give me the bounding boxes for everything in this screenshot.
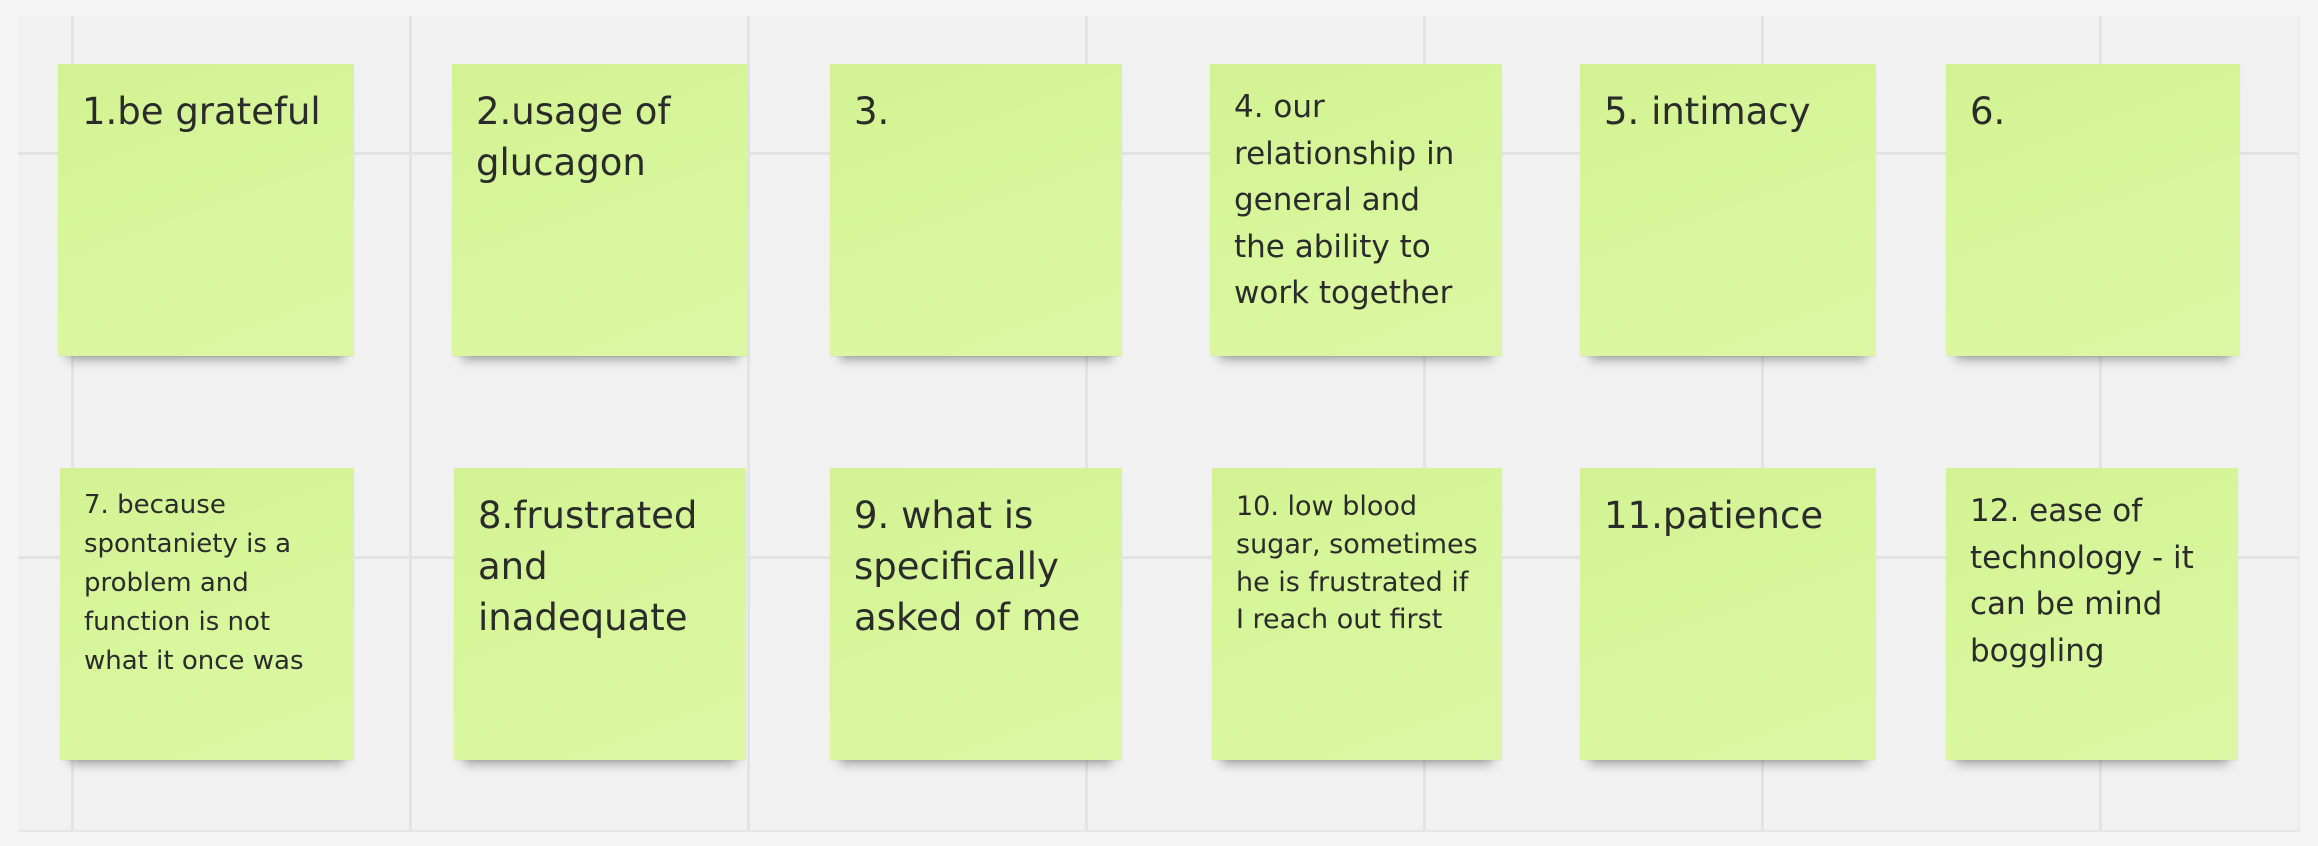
sticky-note-text: 11.patience xyxy=(1604,494,1824,537)
sticky-note-text: 8.frustrated and inadequate xyxy=(478,494,698,640)
sticky-note-text: 10. low blood sugar, sometimes he is fru… xyxy=(1236,491,1478,636)
sticky-note-5[interactable]: 5. intimacy xyxy=(1580,64,1876,356)
sticky-note-4[interactable]: 4. our relationship in general and the a… xyxy=(1210,64,1502,356)
sticky-note-text: 7. because spontaniety is a problem and … xyxy=(84,490,304,676)
sticky-note-11[interactable]: 11.patience xyxy=(1580,468,1876,760)
sticky-note-3[interactable]: 3. xyxy=(830,64,1122,356)
sticky-note-9[interactable]: 9. what is specifically asked of me xyxy=(830,468,1122,760)
sticky-note-6[interactable]: 6. xyxy=(1946,64,2240,356)
sticky-note-8[interactable]: 8.frustrated and inadequate xyxy=(454,468,746,760)
sticky-note-text: 9. what is specifically asked of me xyxy=(854,494,1081,640)
sticky-note-text: 4. our relationship in general and the a… xyxy=(1234,89,1455,311)
sticky-note-text: 6. xyxy=(1970,90,2006,133)
sticky-note-2[interactable]: 2.usage of glucagon xyxy=(452,64,748,356)
sticky-note-text: 1.be grateful xyxy=(82,90,321,133)
sticky-note-12[interactable]: 12. ease of technology - it can be mind … xyxy=(1946,468,2238,760)
whiteboard-canvas[interactable]: 1.be grateful 2.usage of glucagon 3. 4. … xyxy=(18,16,2300,832)
sticky-note-text: 2.usage of glucagon xyxy=(476,90,671,185)
sticky-note-text: 3. xyxy=(854,90,890,133)
sticky-note-1[interactable]: 1.be grateful xyxy=(58,64,354,356)
sticky-note-text: 5. intimacy xyxy=(1604,90,1811,133)
sticky-note-10[interactable]: 10. low blood sugar, sometimes he is fru… xyxy=(1212,468,1502,760)
sticky-note-text: 12. ease of technology - it can be mind … xyxy=(1970,493,2194,669)
sticky-note-7[interactable]: 7. because spontaniety is a problem and … xyxy=(60,468,354,760)
